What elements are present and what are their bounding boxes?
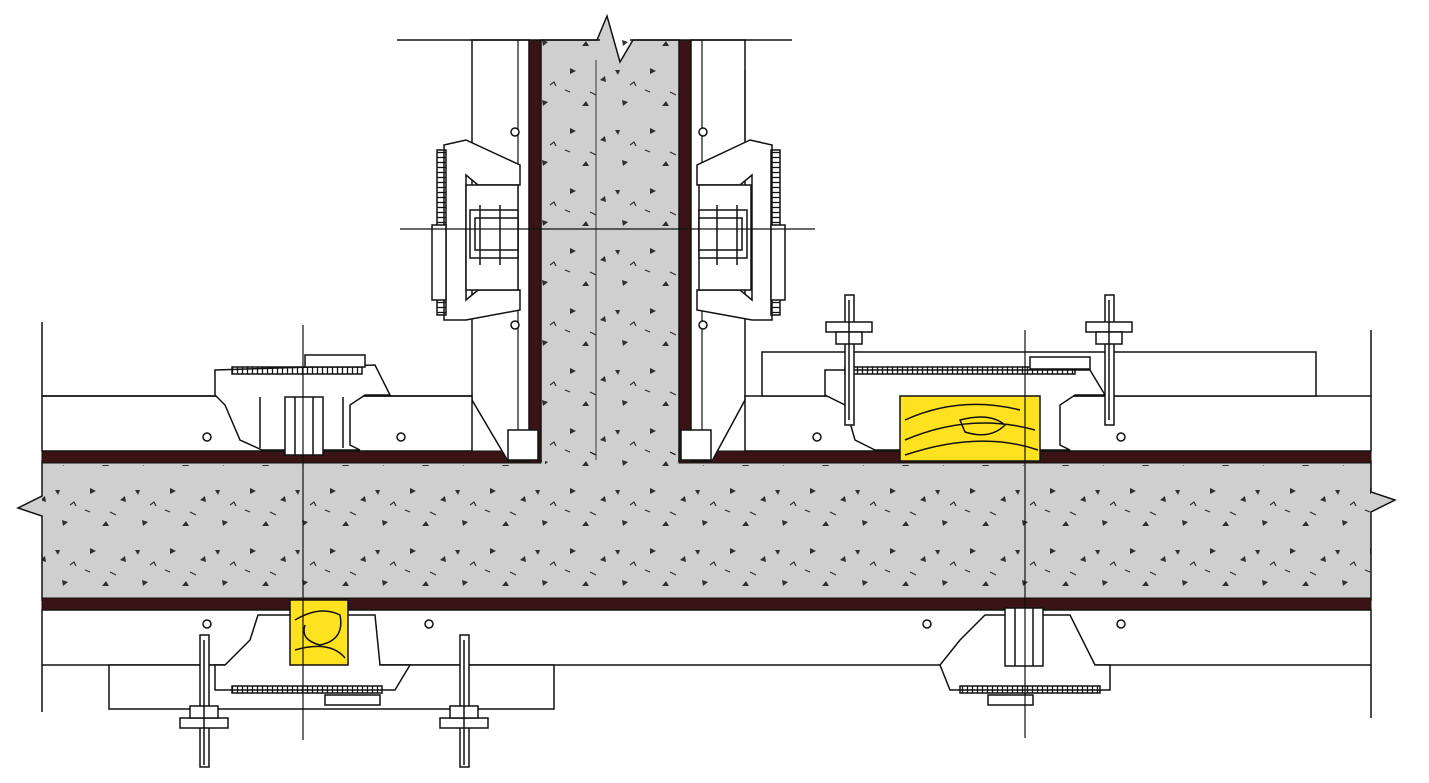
concrete-section (16, 13, 1397, 601)
wall-liner-left (528, 39, 542, 462)
slab-panel-top-left (41, 322, 473, 456)
bolt-hole (698, 127, 708, 137)
tie-rod-assemblies (179, 294, 1133, 768)
bolt-hole (922, 619, 932, 629)
corner-fillet-right (680, 429, 712, 461)
slab-panel-top-right (744, 330, 1372, 452)
slab-liner-bottom (41, 597, 1372, 611)
bolt-hole (396, 432, 406, 442)
corner-fillet-left (507, 429, 539, 461)
bolt-hole (510, 127, 520, 137)
wall-clamp-right (696, 127, 786, 330)
wall-liner-right (678, 39, 692, 462)
timber-filler-bottom (289, 599, 349, 666)
bolt-hole (1116, 619, 1126, 629)
bolt-hole (202, 619, 212, 629)
wall-clamp-left (431, 127, 521, 330)
timber-filler-top (899, 395, 1041, 462)
tie-rod-top-2 (1085, 294, 1133, 426)
tie-rod-bottom-2 (439, 634, 489, 768)
bolt-hole (202, 432, 212, 442)
tie-rod-top-1 (825, 294, 873, 426)
reference-lines (302, 60, 1026, 740)
corner-fillets (507, 429, 712, 461)
bolt-hole (1116, 432, 1126, 442)
membrane-liners (41, 39, 1372, 611)
slab-panel-bottom (41, 607, 1372, 718)
bolt-hole (424, 619, 434, 629)
bolt-hole (812, 432, 822, 442)
bolt-hole (510, 320, 520, 330)
tie-rod-bottom-1 (179, 634, 229, 768)
bolt-hole (698, 320, 708, 330)
